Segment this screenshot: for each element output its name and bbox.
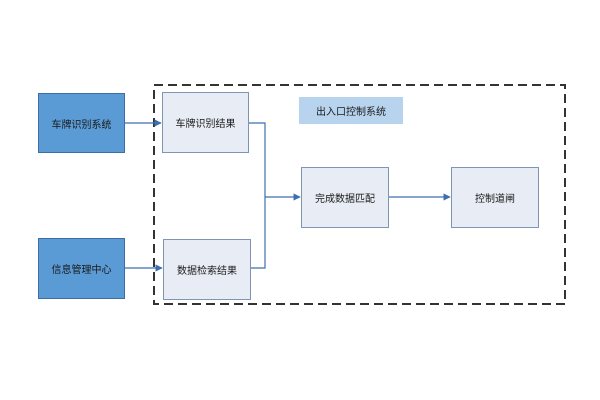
data-match-node: 完成数据匹配 [301,167,389,228]
control-system-boundary [153,84,566,305]
gate-control-label: 控制道闸 [475,194,515,205]
data-search-result-label: 数据检索结果 [177,266,237,277]
plate-recognition-system-node: 车牌识别系统 [38,93,125,153]
connector-plate-result-merge [249,122,266,197]
connector-search-result-merge [251,197,266,269]
info-management-center-label: 信息管理中心 [51,265,112,276]
control-system-title: 出入口控制系统 [299,97,403,124]
plate-result-node: 车牌识别结果 [162,92,249,153]
plate-result-label: 车牌识别结果 [175,119,236,130]
control-system-title-label: 出入口控制系统 [316,107,386,118]
gate-control-node: 控制道闸 [451,167,539,228]
data-search-result-node: 数据检索结果 [163,239,251,300]
plate-recognition-system-label: 车牌识别系统 [51,119,112,131]
info-management-center-node: 信息管理中心 [38,238,125,299]
data-match-label: 完成数据匹配 [315,194,375,205]
